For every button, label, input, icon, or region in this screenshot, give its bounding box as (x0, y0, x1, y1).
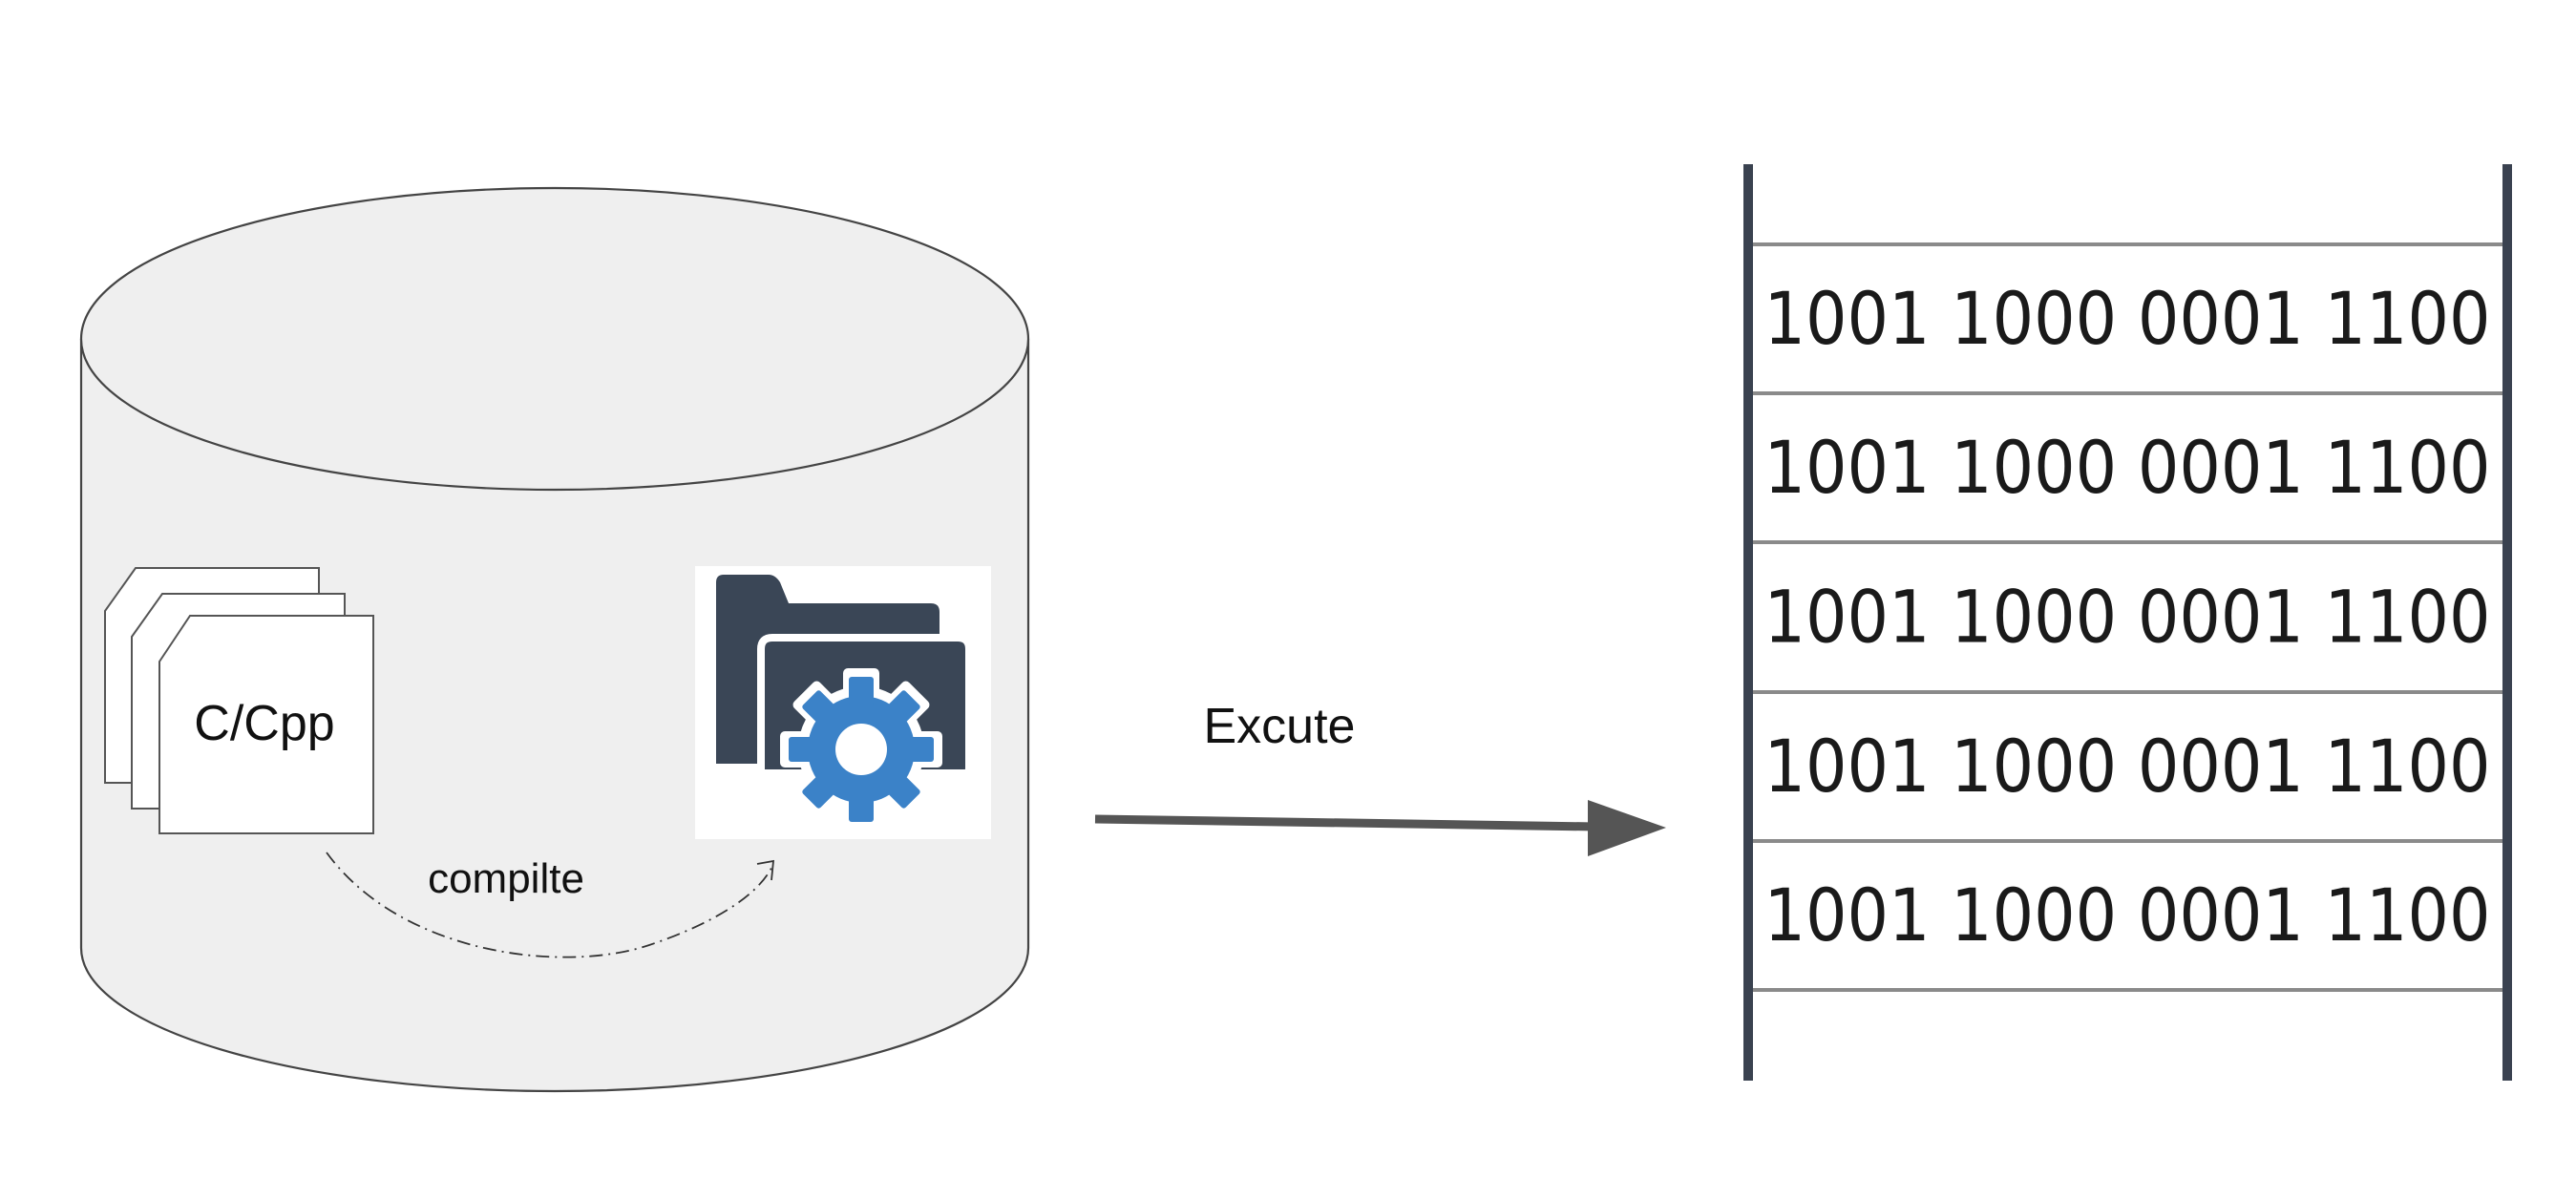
disk-cylinder (79, 186, 1030, 1093)
page-front (158, 615, 374, 834)
cylinder-body (79, 339, 1030, 1093)
gear-icon (780, 668, 942, 831)
memory-cell: 1001 1000 0001 1100 (1763, 425, 2490, 510)
execute-arrow: Excute (1094, 699, 1666, 856)
compile-arrowhead (756, 859, 775, 881)
memory-cell: 1001 1000 0001 1100 (1763, 276, 2490, 361)
compile-curve (326, 852, 774, 958)
cylinder-top (79, 186, 1030, 492)
folder-gear-icon (695, 566, 991, 839)
source-files-stack: C/Cpp (104, 567, 374, 834)
memory-block: 1001 1000 0001 1100 1001 1000 0001 1100 10… (1743, 164, 2512, 1081)
execute-arrowhead (1588, 800, 1666, 856)
memory-cell: 1001 1000 0001 1100 (1763, 575, 2490, 660)
execute-arrow-line (1094, 814, 1597, 831)
compile-label: compilte (428, 855, 584, 902)
execute-label: Excute (1204, 699, 1356, 754)
compile-arrow: compilte (326, 852, 775, 958)
memory-cell: 1001 1000 0001 1100 (1763, 724, 2490, 809)
memory-cell: 1001 1000 0001 1100 (1763, 873, 2490, 957)
source-files-label: C/Cpp (194, 696, 334, 751)
